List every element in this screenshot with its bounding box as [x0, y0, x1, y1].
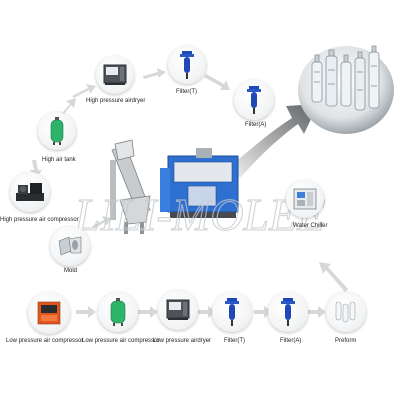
- low-pressure-tank-icon: [110, 298, 126, 326]
- label-preform: Preform: [335, 338, 357, 344]
- label-filter-t-top: Filter(T): [176, 89, 197, 95]
- product-bottles: [311, 45, 380, 111]
- blow-molding-machine: [110, 139, 239, 234]
- label-high-air-tank: High air tank: [42, 157, 76, 163]
- flow-arrow-11: [254, 306, 272, 318]
- mold-icon: [58, 236, 82, 256]
- label-low-pressure-airdryer: Low pressure airdryer: [153, 338, 212, 344]
- label-high-pressure-airdryer: High pressure airdryer: [86, 98, 146, 104]
- flow-arrow-7: [319, 262, 348, 292]
- water-chiller-icon: [293, 188, 317, 210]
- flow-arrow-6: [92, 216, 112, 229]
- low-pressure-compressor-icon: [37, 301, 61, 325]
- filter-t-bottom-icon: [225, 298, 239, 326]
- watermark: LILI-MOLEE: [74, 189, 325, 240]
- label-high-pressure-air-compressor: High pressure air compressor: [0, 217, 79, 223]
- airdryer-icon: [103, 64, 127, 85]
- filter-t-icon: [180, 51, 194, 79]
- label-low-pressure-air-compressor-2: Low pressure air compressor: [82, 338, 160, 344]
- air-tank-icon: [50, 117, 64, 145]
- label-water-chiller: Water Chiller: [293, 223, 328, 229]
- label-filter-a-top: Filter(A): [245, 122, 267, 128]
- preform-icon: [335, 301, 356, 323]
- label-filter-t-bottom: Filter(T): [224, 338, 245, 344]
- label-low-pressure-air-compressor-1: Low pressure air compressor: [6, 338, 84, 344]
- air-compressor-icon: [16, 183, 44, 201]
- flow-arrow-9: [138, 306, 158, 318]
- flow-arrow-2: [72, 84, 96, 98]
- flow-arrow-10: [198, 306, 216, 318]
- flow-arrow-3: [143, 68, 166, 79]
- flow-arrow-4: [204, 74, 230, 90]
- filter-a-bottom-icon: [281, 298, 295, 326]
- flow-arrow-8: [76, 306, 96, 318]
- label-mold: Mold: [64, 268, 78, 274]
- big-output-arrow: [228, 104, 318, 178]
- flow-arrow-12: [308, 306, 326, 318]
- filter-a-icon: [247, 86, 261, 114]
- label-filter-a-bottom: Filter(A): [280, 338, 302, 344]
- low-pressure-airdryer-icon: [166, 299, 190, 320]
